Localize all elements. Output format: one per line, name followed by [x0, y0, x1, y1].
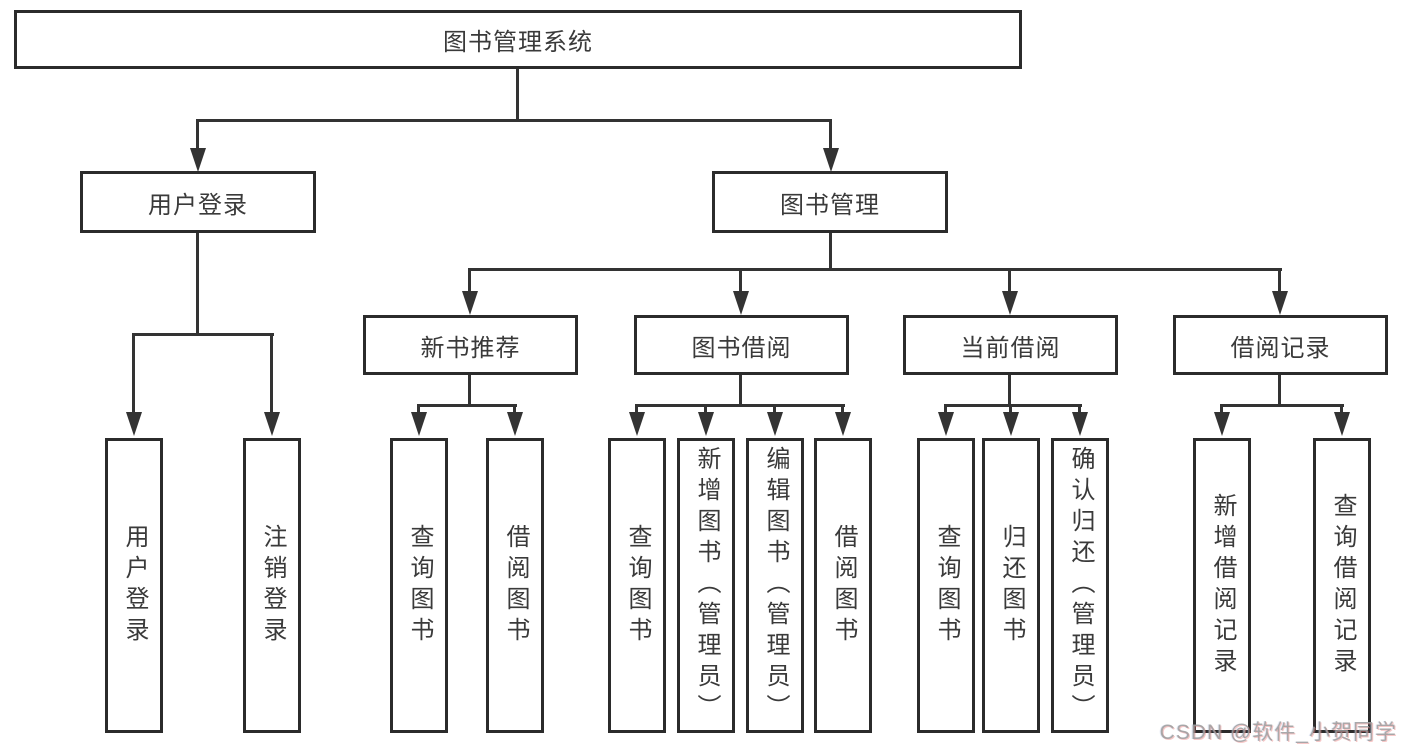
- edge-to-borrow-record: [1278, 268, 1281, 293]
- arrowhead-down-icon: [733, 291, 749, 315]
- arrowhead-down-icon: [1003, 412, 1019, 436]
- edge-current-borrow-branch: [944, 404, 1082, 407]
- node-label: 借阅记录: [1230, 334, 1331, 362]
- arrowhead-down-icon: [1334, 412, 1350, 436]
- edge-to-leaf: [773, 404, 776, 414]
- edge-book-mgmt-branch: [468, 268, 1282, 271]
- edge-to-user-login: [196, 119, 199, 150]
- arrowhead-down-icon: [938, 412, 954, 436]
- edge-new-book-branch: [417, 404, 517, 407]
- leaf-user-login: 用户登录: [105, 438, 163, 733]
- leaf-label: 查询图书: [624, 523, 651, 648]
- edge-book-borrow-stem: [739, 375, 742, 406]
- leaf-label: 借阅图书: [502, 523, 529, 648]
- arrowhead-down-icon: [411, 412, 427, 436]
- arrowhead-down-icon: [1072, 412, 1088, 436]
- leaf-label: 新增借阅记录: [1209, 492, 1236, 679]
- edge-to-leaf: [635, 404, 638, 414]
- leaf-label: 归还图书: [998, 523, 1025, 648]
- leaf-add-borrow-record: 新增借阅记录: [1193, 438, 1251, 733]
- edge-book-borrow-branch: [635, 404, 845, 407]
- edge-user-login-branch: [132, 333, 274, 336]
- leaf-label: 注销登录: [259, 523, 286, 648]
- node-label: 图书借阅: [691, 334, 792, 362]
- arrowhead-down-icon: [698, 412, 714, 436]
- edge-root-stem: [516, 69, 519, 120]
- edge-to-new-book-rec: [468, 268, 471, 293]
- node-label: 图书管理: [780, 191, 880, 219]
- node-label: 用户登录: [148, 191, 248, 219]
- leaf-label: 编辑图书（管理员）: [762, 446, 789, 725]
- csdn-watermark: CSDN @软件_小贺同学: [1159, 721, 1397, 744]
- leaf-label: 借阅图书: [830, 523, 857, 648]
- edge-to-leaf: [1078, 404, 1081, 414]
- node-book-borrowing: 图书借阅: [634, 315, 849, 375]
- edge-current-borrow-stem: [1008, 375, 1011, 406]
- leaf-borrow-books-1: 借阅图书: [486, 438, 544, 733]
- edge-borrow-record-stem: [1278, 375, 1281, 406]
- edge-to-leaf: [841, 404, 844, 414]
- node-book-management: 图书管理: [712, 171, 948, 233]
- arrowhead-down-icon: [629, 412, 645, 436]
- node-label: 当前借阅: [960, 334, 1061, 362]
- node-label: 新书推荐: [420, 334, 521, 362]
- leaf-query-books-2: 查询图书: [608, 438, 666, 733]
- edge-to-leaf: [1220, 404, 1223, 414]
- edge-book-mgmt-stem: [829, 233, 832, 271]
- leaf-borrow-books-2: 借阅图书: [814, 438, 872, 733]
- leaf-edit-books-admin: 编辑图书（管理员）: [746, 438, 804, 733]
- leaf-label: 确认归还（管理员）: [1067, 446, 1094, 725]
- leaf-confirm-return-admin: 确认归还（管理员）: [1051, 438, 1109, 733]
- edge-root-branch: [196, 119, 832, 122]
- leaf-query-books-1: 查询图书: [390, 438, 448, 733]
- leaf-logout: 注销登录: [243, 438, 301, 733]
- edge-to-leaf: [132, 333, 135, 412]
- leaf-add-books-admin: 新增图书（管理员）: [677, 438, 735, 733]
- arrowhead-down-icon: [823, 148, 839, 172]
- node-user-login: 用户登录: [80, 171, 316, 233]
- arrowhead-down-icon: [835, 412, 851, 436]
- arrowhead-down-icon: [1214, 412, 1230, 436]
- leaf-label: 查询借阅记录: [1329, 492, 1356, 679]
- edge-to-book-mgmt: [829, 119, 832, 150]
- arrowhead-down-icon: [462, 291, 478, 315]
- edge-to-book-borrow: [739, 268, 742, 293]
- leaf-label: 用户登录: [121, 523, 148, 648]
- edge-user-login-stem: [196, 233, 199, 336]
- node-new-book-recommendation: 新书推荐: [363, 315, 578, 375]
- edge-borrow-record-branch: [1220, 404, 1344, 407]
- edge-new-book-stem: [468, 375, 471, 406]
- edge-to-leaf: [513, 404, 516, 414]
- node-library-management-system: 图书管理系统: [14, 10, 1022, 69]
- node-label: 图书管理系统: [443, 29, 593, 56]
- arrowhead-down-icon: [1272, 291, 1288, 315]
- node-current-borrowing: 当前借阅: [903, 315, 1118, 375]
- leaf-label: 查询图书: [406, 523, 433, 648]
- edge-to-leaf: [1340, 404, 1343, 414]
- leaf-return-books: 归还图书: [982, 438, 1040, 733]
- leaf-query-books-3: 查询图书: [917, 438, 975, 733]
- edge-to-leaf: [417, 404, 420, 414]
- arrowhead-down-icon: [1002, 291, 1018, 315]
- leaf-label: 查询图书: [933, 523, 960, 648]
- arrowhead-down-icon: [767, 412, 783, 436]
- arrowhead-down-icon: [507, 412, 523, 436]
- leaf-query-borrow-record: 查询借阅记录: [1313, 438, 1371, 733]
- arrowhead-down-icon: [190, 148, 206, 172]
- edge-to-leaf: [944, 404, 947, 414]
- edge-to-leaf: [270, 333, 273, 412]
- arrowhead-down-icon: [126, 412, 142, 436]
- edge-to-leaf: [704, 404, 707, 414]
- arrowhead-down-icon: [264, 412, 280, 436]
- edge-to-leaf: [1009, 404, 1012, 414]
- leaf-label: 新增图书（管理员）: [693, 446, 720, 725]
- edge-to-current-borrow: [1008, 268, 1011, 293]
- node-borrowing-records: 借阅记录: [1173, 315, 1388, 375]
